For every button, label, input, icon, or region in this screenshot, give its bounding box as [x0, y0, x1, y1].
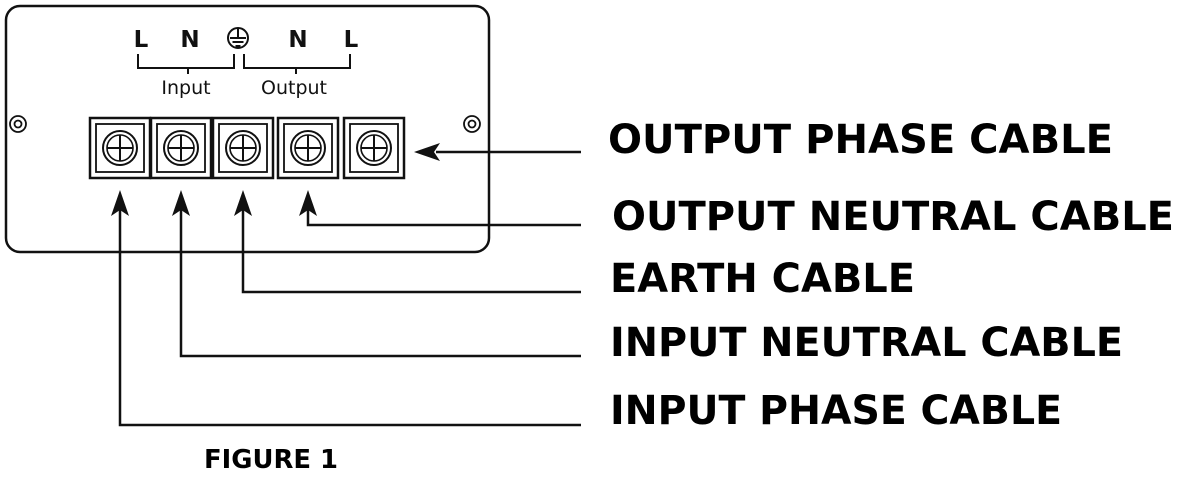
arrowhead-icon	[172, 190, 190, 216]
terminal-screw-5	[342, 116, 406, 180]
terminal-screw-3	[211, 116, 275, 180]
input-group-label: Input	[161, 77, 210, 99]
label-earth-cable: EARTH CABLE	[610, 256, 915, 302]
terminal-letter-output-l: L	[344, 27, 359, 53]
output-neutral-leader	[299, 190, 581, 227]
label-input-phase-cable: INPUT PHASE CABLE	[610, 388, 1062, 434]
label-input-neutral-cable: INPUT NEUTRAL CABLE	[610, 320, 1123, 366]
arrowhead-icon	[234, 190, 252, 216]
panel-border	[4, 4, 491, 254]
terminal-letter-input-n: N	[180, 27, 199, 53]
input-group-bracket	[137, 54, 235, 74]
terminal-block	[88, 116, 406, 180]
figure-caption: FIGURE 1	[204, 445, 338, 475]
terminal-letter-input-l: L	[134, 27, 149, 53]
output-group-label: Output	[261, 77, 327, 99]
label-output-phase-cable: OUTPUT PHASE CABLE	[608, 117, 1113, 163]
leader-lines	[111, 143, 581, 427]
terminal-panel: L N N L Input Output	[4, 4, 491, 254]
input-phase-leader	[111, 190, 581, 427]
input-neutral-leader	[172, 190, 581, 358]
cable-labels: OUTPUT PHASE CABLE OUTPUT NEUTRAL CABLE …	[608, 117, 1174, 434]
arrowhead-icon	[111, 190, 129, 216]
arrowhead-icon	[299, 190, 317, 216]
terminal-screw-1	[88, 116, 152, 180]
terminal-letter-output-n: N	[288, 27, 307, 53]
output-phase-leader	[414, 143, 581, 161]
right-mounting-screw-icon	[463, 115, 481, 133]
arrowhead-icon	[414, 143, 440, 161]
terminal-screw-2	[149, 116, 213, 180]
output-group-bracket	[243, 54, 351, 74]
earth-ground-icon	[227, 27, 249, 49]
left-mounting-screw-icon	[9, 115, 27, 133]
label-output-neutral-cable: OUTPUT NEUTRAL CABLE	[612, 194, 1174, 240]
terminal-screw-4	[276, 116, 340, 180]
earth-leader	[234, 190, 581, 294]
